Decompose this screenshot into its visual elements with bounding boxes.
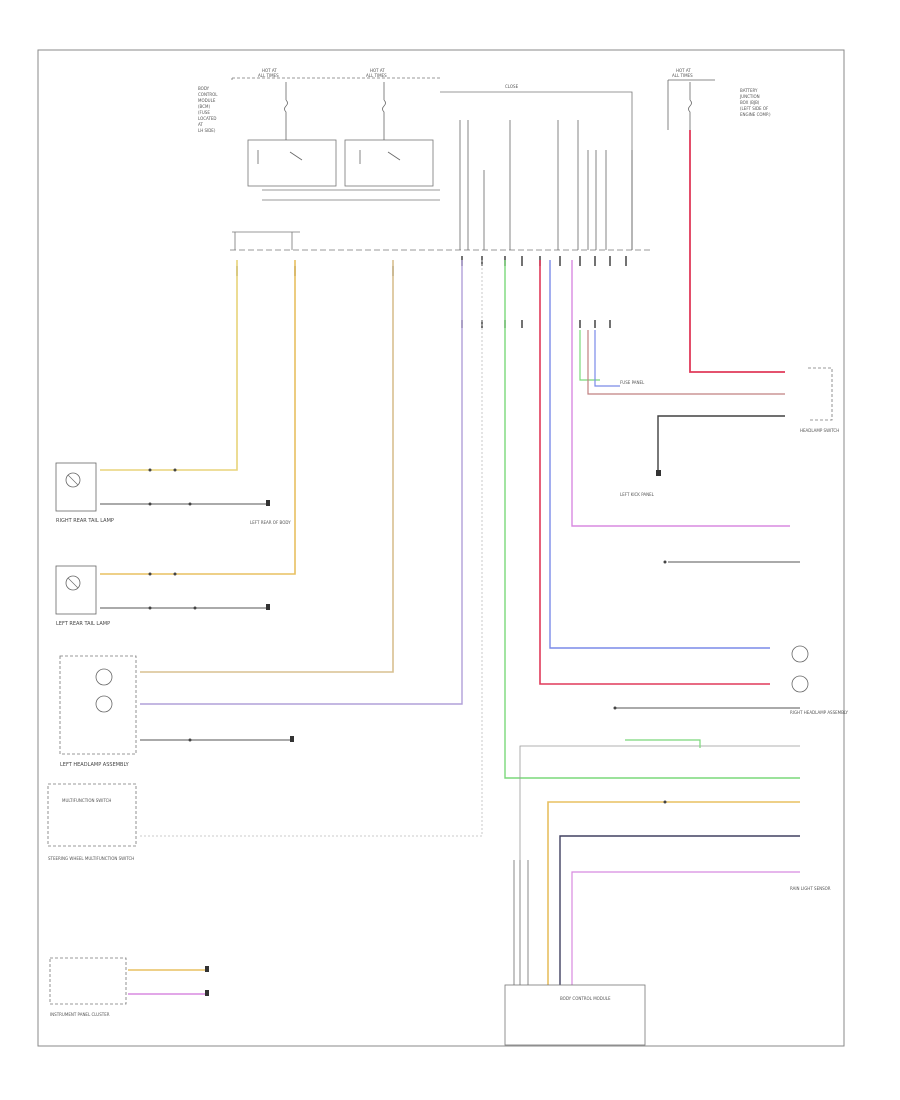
wire-blue-short [594,330,620,387]
ground-symbols [205,470,661,996]
svg-text:CONTROL: CONTROL [198,92,218,97]
fuse-panel-label: FUSE PANEL [620,380,645,385]
svg-text:JUNCTION: JUNCTION [739,94,760,99]
svg-text:LOCATED: LOCATED [198,116,217,121]
splice-markers [148,468,667,804]
wire-black-lower [559,835,800,985]
left-headlamp-label: LEFT HEADLAMP ASSEMBLY [60,762,130,768]
rain-light-sensor: RAIN LIGHT SENSOR [790,886,831,891]
svg-text:HOT AT: HOT AT [262,68,277,73]
left-rear-body-label: LEFT REAR OF BODY [250,520,291,525]
wire-violet-lower [571,871,800,985]
wire-green-short [579,330,600,381]
right-headlamp-assembly: RIGHT HEADLAMP ASSEMBLY [790,645,849,715]
svg-text:MODULE: MODULE [198,98,216,103]
module-pins [459,120,633,250]
svg-text:(FUSE: (FUSE [198,110,210,115]
svg-text:BOX (BJB): BOX (BJB) [740,100,760,105]
headlamp-switch: HEADLAMP SWITCH [800,367,839,433]
multifunction-switch-label: MULTIFUNCTION SWITCH [62,798,111,803]
svg-text:AT: AT [198,122,203,127]
multifunction-switch: MULTIFUNCTION SWITCH STEERING WHEEL MULT… [47,783,137,861]
right-headlamp-label: RIGHT HEADLAMP ASSEMBLY [790,710,849,715]
steering-wheel-label: STEERING WHEEL MULTIFUNCTION SWITCH [48,856,134,861]
svg-text:HOT AT: HOT AT [676,68,691,73]
svg-text:ALL TIMES: ALL TIMES [366,73,387,78]
wire-red-battery [689,130,785,373]
left-headlamp-assembly: LEFT HEADLAMP ASSEMBLY [59,655,137,768]
wire-blue [549,260,770,649]
left-rear-tail-lamp: LEFT REAR TAIL LAMP [55,565,110,627]
instrument-panel-cluster: INSTRUMENT PANEL CLUSTER [49,957,127,1017]
bcm-label: BODY CONTROL MODULE [560,996,611,1001]
wire-gray-multifunction [140,260,483,837]
wire-black-ground [657,415,785,472]
svg-text:BODY: BODY [198,86,210,91]
fuse-symbols [257,79,715,164]
left-kick-panel-label: LEFT KICK PANEL [620,492,655,497]
diagram-frame [37,49,845,1047]
wire-red [539,260,770,685]
svg-text:ENGINE COMP.): ENGINE COMP.) [740,112,771,117]
svg-text:HOT AT: HOT AT [370,68,385,73]
wire-yellow-lower [547,801,800,985]
wire-green [504,260,800,779]
svg-text:LH SIDE): LH SIDE) [198,128,216,133]
svg-text:ALL TIMES: ALL TIMES [258,73,279,78]
wire-lower-left [513,860,529,985]
wire-yellow-rr-tail [100,260,238,471]
right-rear-tail-lamp-label: RIGHT REAR TAIL LAMP [56,518,114,524]
right-rear-tail-lamp: RIGHT REAR TAIL LAMP [55,462,114,524]
wire-brown-to-switch [587,330,785,395]
svg-text:ALL TIMES: ALL TIMES [672,73,693,78]
svg-text:BATTERY: BATTERY [740,88,758,93]
fuse-relay-block [230,77,650,251]
wire-violet [571,260,790,527]
wire-violet-lh-headlamp [140,260,463,705]
instrument-cluster-label: INSTRUMENT PANEL CLUSTER [50,1012,110,1017]
svg-text:(BCM): (BCM) [198,104,210,109]
wire-gray-lower [519,745,800,985]
body-control-module-bottom: BODY CONTROL MODULE [504,984,646,1046]
ground-leads [100,503,800,741]
headlamp-switch-label: HEADLAMP SWITCH [800,428,839,433]
svg-text:(LEFT SIDE OF: (LEFT SIDE OF [740,106,769,111]
rain-sensor-label: RAIN LIGHT SENSOR [790,886,831,891]
left-rear-tail-lamp-label: LEFT REAR TAIL LAMP [56,621,110,627]
fuse-labels: HOT AT ALL TIMES HOT AT ALL TIMES HOT AT… [198,68,771,133]
svg-text:CLOSE: CLOSE [505,84,519,89]
wire-green-lower [625,739,701,748]
wire-tan-lh-headlamp [140,260,394,673]
wire-orange-lr-tail [100,260,296,575]
